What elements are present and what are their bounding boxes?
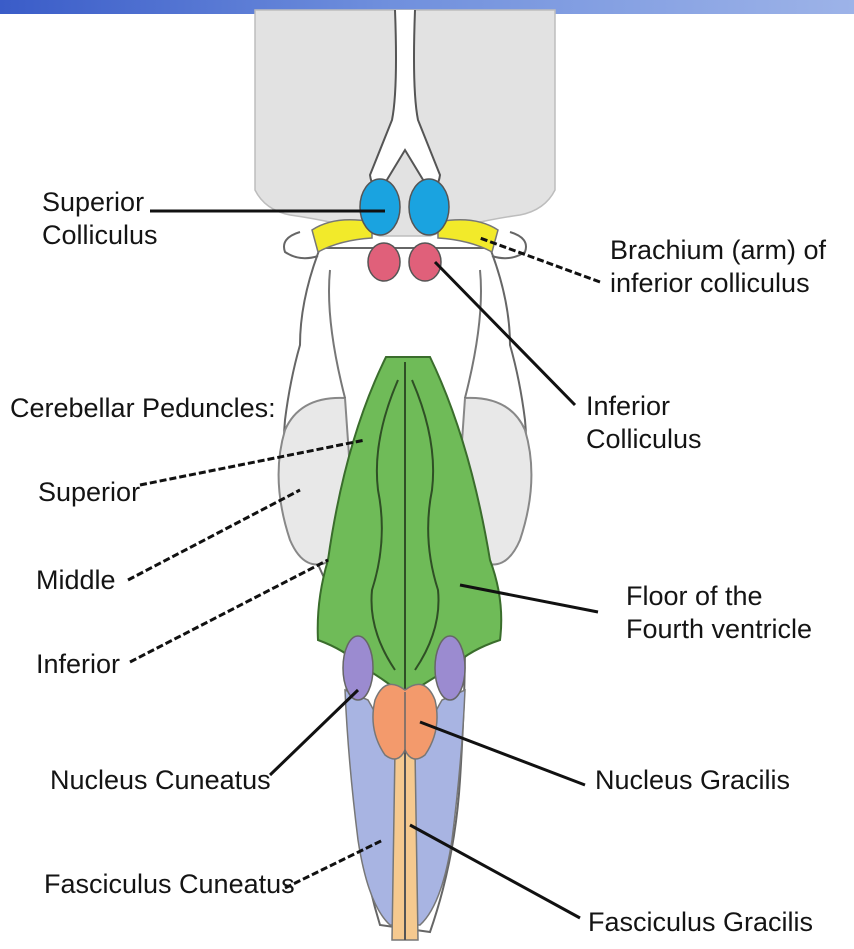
label-fasciculus-cuneatus: Fasciculus Cuneatus xyxy=(44,868,295,901)
superior-colliculus-left xyxy=(360,179,400,235)
label-middle-peduncle: Middle xyxy=(36,564,116,597)
label-brachium: Brachium (arm) of inferior colliculus xyxy=(610,234,826,300)
label-superior-colliculus: Superior Colliculus xyxy=(42,186,158,252)
label-nucleus-gracilis: Nucleus Gracilis xyxy=(595,764,790,797)
label-fasciculus-gracilis: Fasciculus Gracilis xyxy=(588,906,813,939)
inferior-colliculus-left xyxy=(368,243,400,281)
leader-middle-peduncle xyxy=(128,490,300,580)
label-inferior-colliculus: Inferior Colliculus xyxy=(586,390,702,456)
label-nucleus-cuneatus: Nucleus Cuneatus xyxy=(50,764,271,797)
leader-nucleus-cuneatus xyxy=(270,690,358,775)
leader-inferior-peduncle xyxy=(130,560,328,662)
label-inferior-peduncle: Inferior xyxy=(36,648,120,681)
label-superior-peduncle: Superior xyxy=(38,476,140,509)
superior-colliculus-right xyxy=(409,179,449,235)
nucleus-cuneatus-right xyxy=(435,636,465,700)
label-floor-fourth-ventricle: Floor of the Fourth ventricle xyxy=(626,580,812,646)
label-cerebellar-peduncles: Cerebellar Peduncles: xyxy=(10,392,276,425)
